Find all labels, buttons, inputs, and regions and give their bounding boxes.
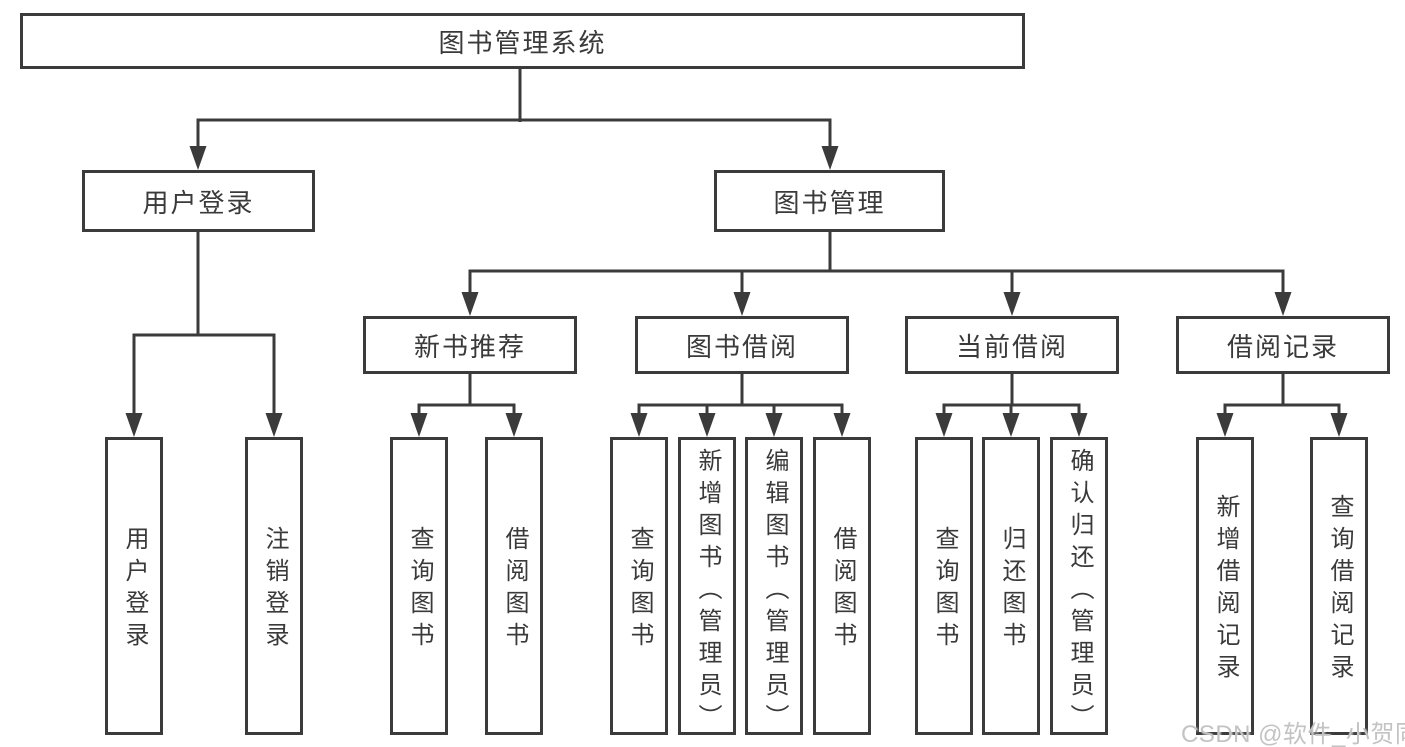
leaf-add-books-admin: 新增图书（管理员） (678, 437, 736, 736)
node-label: 图书借阅 (685, 331, 798, 362)
leaf-logout-login: 注销登录 (245, 437, 303, 735)
leaf-borrow-books: 借阅图书 (813, 437, 871, 735)
node-label: 用户登录 (142, 187, 255, 218)
node-label: 图书管理系统 (438, 27, 607, 58)
connector-borrowing-records-to-leaves (1216, 374, 1348, 437)
connector-current-borrowing-to-leaves (935, 374, 1088, 437)
node-book-management: 图书管理 (714, 170, 945, 232)
node-book-management-system: 图书管理系统 (20, 13, 1025, 69)
leaf-return-books: 归还图书 (982, 437, 1040, 735)
connector-new-book-recommend-to-leaves (410, 374, 523, 437)
connector-user-login-to-leaves (125, 232, 283, 437)
leaf-confirm-return-admin: 确认归还（管理员） (1050, 437, 1108, 736)
leaf-query-books-current: 查询图书 (915, 437, 973, 735)
node-borrowing-records: 借阅记录 (1176, 316, 1390, 374)
leaf-query-books-recommend: 查询图书 (390, 437, 448, 735)
leaf-edit-books-admin: 编辑图书（管理员） (745, 437, 803, 736)
connector-book-borrowing-to-leaves (630, 374, 851, 437)
csdn-watermark: CSDN @软件_小贺同学 (1181, 721, 1405, 747)
node-label: 新书推荐 (413, 331, 526, 362)
leaf-borrow-books-recommend: 借阅图书 (485, 437, 543, 735)
node-new-book-recommend: 新书推荐 (363, 316, 577, 374)
node-label: 借阅记录 (1226, 331, 1339, 362)
connector-root-to-level2 (189, 69, 839, 170)
leaf-user-login: 用户登录 (105, 437, 163, 735)
node-label: 图书管理 (773, 187, 886, 218)
leaf-add-borrow-record: 新增借阅记录 (1196, 437, 1254, 735)
node-book-borrowing: 图书借阅 (635, 316, 849, 374)
node-label: 当前借阅 (955, 331, 1068, 362)
leaf-query-books-borrowing: 查询图书 (610, 437, 668, 735)
node-current-borrowing: 当前借阅 (905, 316, 1119, 374)
leaf-query-borrow-record: 查询借阅记录 (1310, 437, 1368, 735)
connector-book-management-to-level3 (461, 232, 1292, 316)
node-user-login: 用户登录 (82, 170, 315, 232)
